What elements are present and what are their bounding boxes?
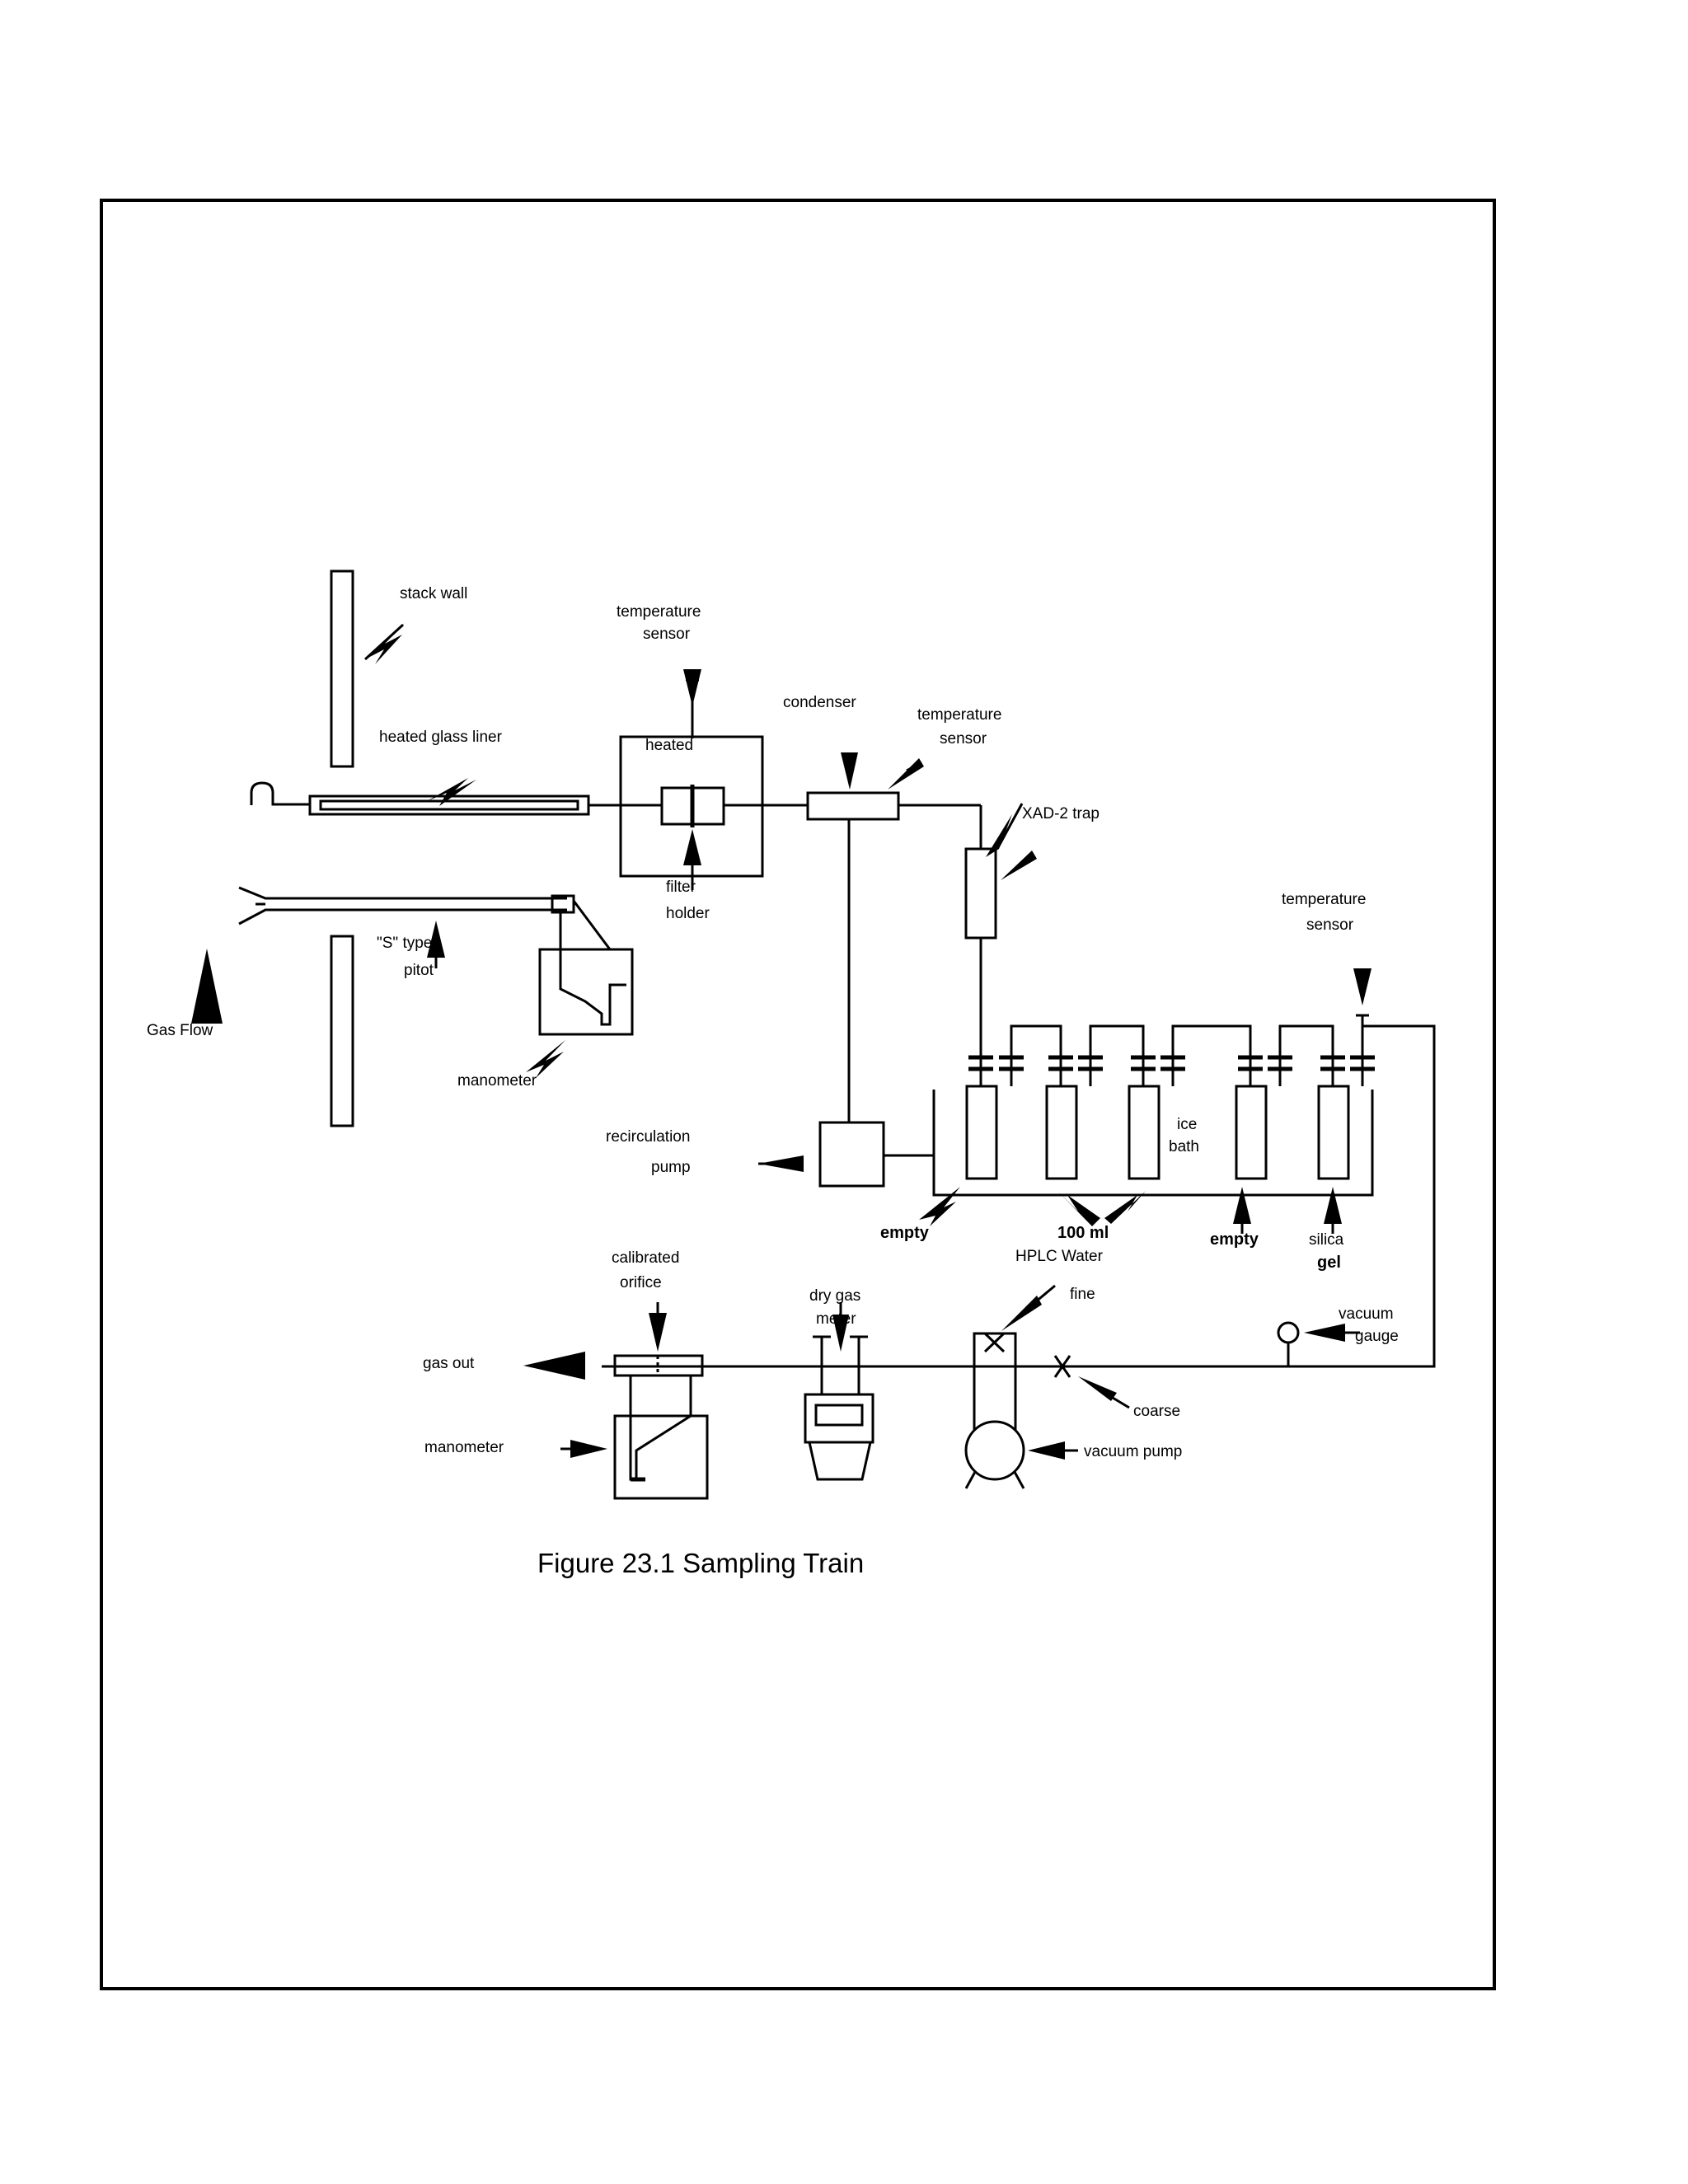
- xad-2-trap: [964, 847, 997, 940]
- impinger-connectors: [968, 1024, 1375, 1086]
- empty-left-arrow: [919, 1187, 960, 1226]
- label-pitot-1: "S" type: [377, 935, 432, 952]
- xad-trap-arrow-1: [986, 814, 1012, 857]
- label-orifice-2: orifice: [620, 1274, 662, 1291]
- stack-wall: [330, 569, 354, 1127]
- vacuum-pump-arrow: [1028, 1441, 1065, 1460]
- pitot-arrow: [427, 921, 445, 958]
- gas-flow-arrow: [191, 949, 223, 1024]
- liner-arrow: [427, 778, 476, 806]
- label-silica-gel-2: gel: [1317, 1254, 1341, 1272]
- figure-frame: [100, 199, 1496, 1990]
- label-xad-trap: XAD-2 trap: [1022, 805, 1100, 823]
- label-vacuum-pump: vacuum pump: [1084, 1443, 1182, 1460]
- label-empty-right: empty: [1210, 1230, 1259, 1249]
- label-manometer-top: manometer: [457, 1072, 537, 1090]
- manometer-top-arrow: [526, 1040, 565, 1078]
- manometer-top: [538, 948, 634, 1036]
- impinger-5: [1317, 1085, 1350, 1180]
- label-pitot-2: pitot: [404, 962, 434, 979]
- condenser: [806, 791, 900, 821]
- label-silica-gel-1: silica: [1309, 1231, 1344, 1249]
- label-vacuum-gauge-1: vacuum: [1339, 1305, 1394, 1323]
- impinger-1: [965, 1085, 998, 1180]
- silica-gel-arrow: [1324, 1187, 1342, 1224]
- orifice-arrow: [649, 1313, 667, 1352]
- label-cond-temp-sensor-2: sensor: [940, 730, 987, 748]
- xad-trap-arrow-2: [1001, 851, 1037, 880]
- label-empty-left: empty: [880, 1224, 930, 1242]
- label-ice-bath-1: ice: [1177, 1116, 1197, 1133]
- oven-temperature-sensor: [683, 669, 701, 738]
- vacuum-gauge-arrow: [1304, 1324, 1345, 1342]
- label-gas-flow: Gas Flow: [147, 1022, 213, 1039]
- hplc-arrow-2: [1104, 1191, 1146, 1224]
- label-condenser: condenser: [783, 694, 856, 711]
- heated-glass-liner: [308, 794, 621, 816]
- condenser-arrow: [841, 752, 858, 790]
- label-coarse-valve: coarse: [1133, 1403, 1180, 1420]
- recirculation-pump: [818, 1121, 885, 1188]
- label-orifice-1: calibrated: [612, 1249, 679, 1267]
- label-filter-holder-2: holder: [666, 905, 710, 922]
- label-manometer-bottom: manometer: [424, 1439, 504, 1456]
- manometer-bottom: [613, 1376, 709, 1500]
- label-filter-holder-1: filter: [666, 879, 696, 896]
- empty-right-arrow: [1233, 1187, 1251, 1224]
- gas-out-arrow: [523, 1352, 585, 1380]
- label-hplc-water-2: HPLC Water: [1015, 1248, 1104, 1265]
- manometer-bottom-arrow: [570, 1440, 607, 1458]
- impinger-2: [1045, 1085, 1078, 1180]
- hplc-arrow-1: [1057, 1191, 1100, 1226]
- vacuum-pump: [964, 1332, 1025, 1489]
- calibrated-orifice: [613, 1354, 813, 1377]
- label-vacuum-gauge-2: gauge: [1355, 1328, 1399, 1345]
- impinger-3: [1128, 1085, 1160, 1180]
- pitot-tube: [238, 886, 612, 950]
- label-recirc-pump-1: recirculation: [606, 1128, 690, 1146]
- label-imp-temp-sensor-2: sensor: [1306, 916, 1354, 934]
- vacuum-gauge: [1277, 1321, 1300, 1366]
- label-heated: heated: [645, 737, 693, 754]
- label-stack-wall: stack wall: [400, 585, 467, 602]
- label-fine-valve: fine: [1070, 1286, 1095, 1303]
- label-oven-temp-sensor-1: temperature: [617, 603, 701, 621]
- label-dry-gas-meter-1: dry gas: [809, 1287, 860, 1305]
- coarse-valve: [1053, 1355, 1071, 1378]
- label-hplc-water-1: 100 ml: [1057, 1224, 1109, 1242]
- filter-holder: [621, 785, 808, 827]
- figure-caption: Figure 23.1 Sampling Train: [537, 1548, 864, 1578]
- label-gas-out: gas out: [423, 1355, 475, 1372]
- label-imp-temp-sensor-1: temperature: [1282, 891, 1366, 908]
- impinger-4: [1235, 1085, 1268, 1180]
- label-heated-glass-liner: heated glass liner: [379, 729, 503, 746]
- ice-bath: [932, 1090, 1374, 1197]
- nozzle-hook: [250, 781, 310, 806]
- impinger-temperature-sensor: [1353, 968, 1372, 1043]
- dry-gas-meter-arrow: [832, 1315, 849, 1352]
- label-cond-temp-sensor-1: temperature: [917, 706, 1001, 724]
- label-dry-gas-meter-2: meter: [816, 1310, 856, 1328]
- vacuum-line: [602, 1024, 1436, 1368]
- label-oven-temp-sensor-2: sensor: [643, 626, 691, 643]
- label-recirc-pump-2: pump: [651, 1159, 691, 1176]
- label-ice-bath-2: bath: [1169, 1138, 1199, 1155]
- dry-gas-meter: [804, 1335, 874, 1481]
- filter-holder-arrow: [683, 829, 701, 865]
